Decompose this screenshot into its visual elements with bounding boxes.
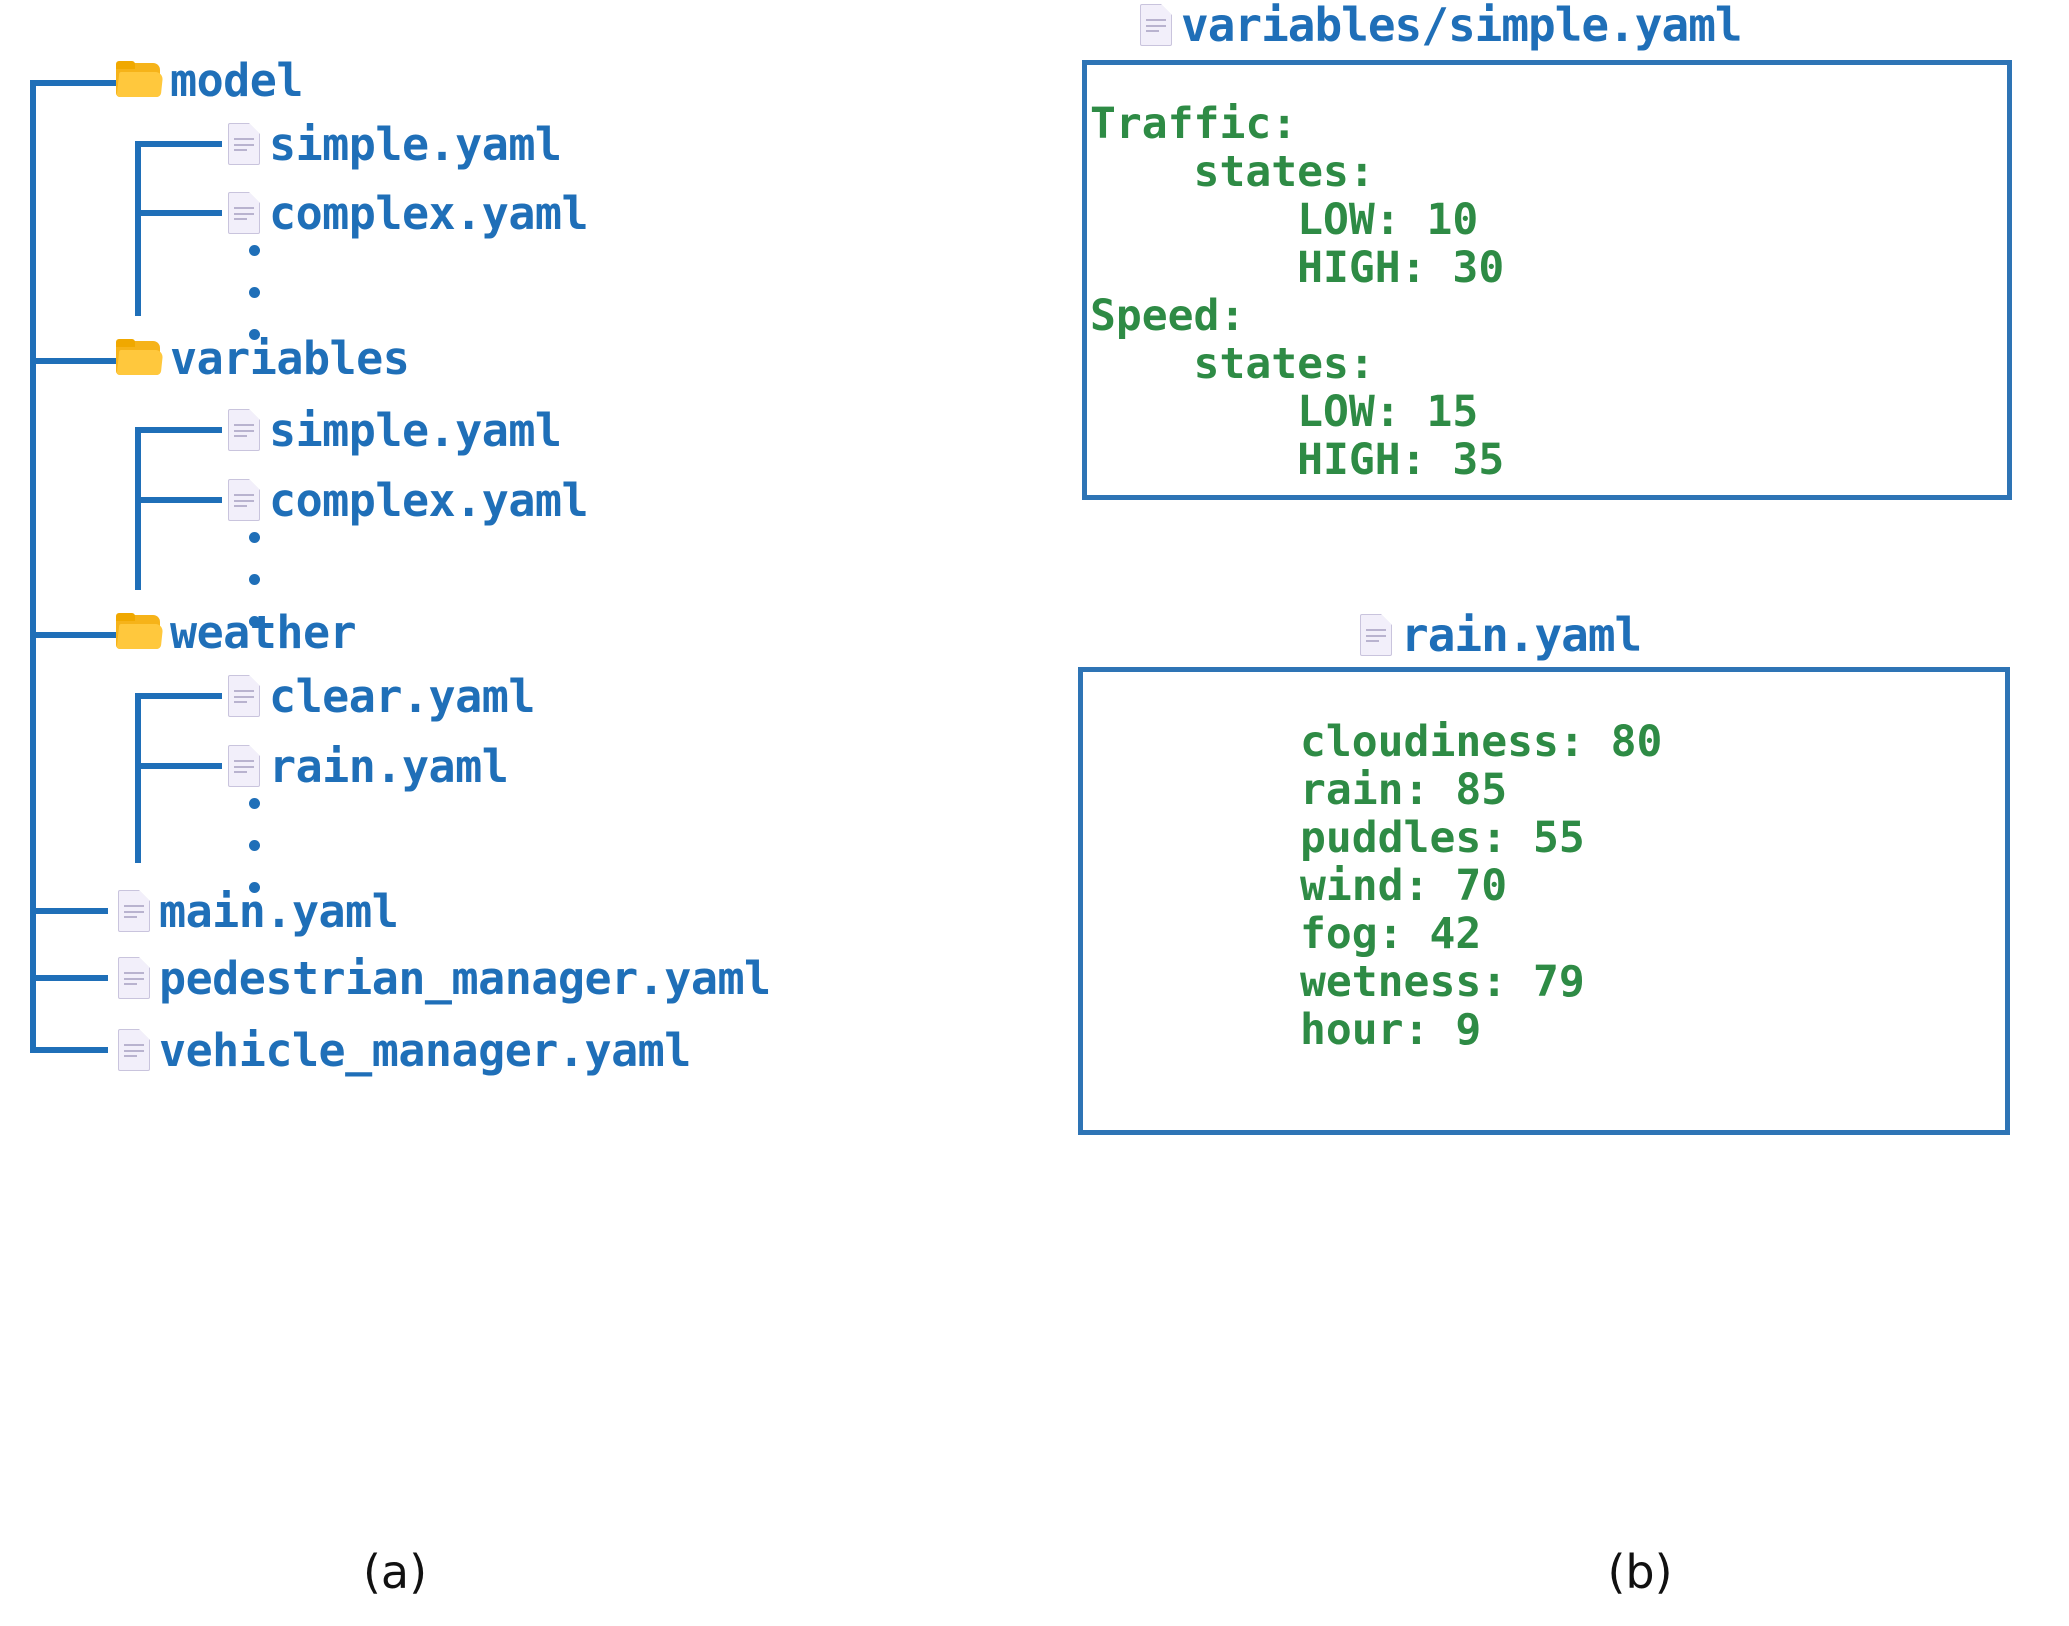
tree-item-variables-complex-yaml[interactable]: complex.yaml <box>228 470 589 530</box>
tree-item-weather[interactable]: weather <box>116 602 357 662</box>
tree-ellipsis-weather <box>249 798 263 924</box>
tree-trunk-variables-children <box>135 427 141 590</box>
tree-branch-main-yaml <box>30 908 108 914</box>
tree-item-label: rain.yaml <box>269 739 509 793</box>
yaml-card-title-text: rain.yaml <box>1401 608 1642 662</box>
tree-item-label: model <box>170 53 303 107</box>
tree-branch-model-simple <box>135 141 222 147</box>
tree-branch-weather-rain <box>135 763 222 769</box>
tree-item-model-simple-yaml[interactable]: simple.yaml <box>228 114 562 174</box>
tree-item-label: complex.yaml <box>269 473 589 527</box>
tree-item-label: variables <box>170 331 410 385</box>
file-icon <box>228 123 260 165</box>
file-icon <box>228 745 260 787</box>
tree-item-label: pedestrian_manager.yaml <box>159 951 771 1005</box>
tree-item-main-yaml[interactable]: main.yaml <box>118 881 399 941</box>
tree-trunk-model-children <box>135 141 141 316</box>
caption-b: (b) <box>1607 1545 1673 1599</box>
folder-icon <box>116 61 164 99</box>
tree-item-label: simple.yaml <box>269 403 562 457</box>
file-icon <box>228 192 260 234</box>
tree-trunk-weather-children <box>135 693 141 863</box>
tree-item-model-complex-yaml[interactable]: complex.yaml <box>228 183 589 243</box>
tree-item-variables-simple-yaml[interactable]: simple.yaml <box>228 400 562 460</box>
yaml-cards-panel: variables/simple.yaml Traffic: states: L… <box>1078 0 2069 1626</box>
yaml-card-rain: rain.yaml cloudiness: 80 rain: 85 puddle… <box>1078 612 2069 1135</box>
yaml-card-title: variables/simple.yaml <box>1130 2 1752 48</box>
tree-item-label: main.yaml <box>159 884 399 938</box>
yaml-card-title: rain.yaml <box>1350 608 1652 662</box>
tree-item-model[interactable]: model <box>116 50 303 110</box>
tree-branch-variables <box>30 358 118 364</box>
tree-item-weather-clear-yaml[interactable]: clear.yaml <box>228 666 535 726</box>
tree-item-vehicle-manager-yaml[interactable]: vehicle_manager.yaml <box>118 1020 691 1080</box>
tree-item-pedestrian-manager-yaml[interactable]: pedestrian_manager.yaml <box>118 948 771 1008</box>
tree-branch-model <box>30 80 118 86</box>
folder-icon <box>116 613 164 651</box>
file-icon <box>228 675 260 717</box>
file-icon <box>1360 614 1392 656</box>
yaml-card-title-text: variables/simple.yaml <box>1181 0 1743 52</box>
tree-item-label: complex.yaml <box>269 186 589 240</box>
yaml-card-variables-simple: variables/simple.yaml Traffic: states: L… <box>1082 0 2069 520</box>
tree-item-label: vehicle_manager.yaml <box>159 1023 691 1077</box>
folder-icon <box>116 339 164 377</box>
tree-branch-pedestrian-manager-yaml <box>30 975 108 981</box>
file-tree-panel: model simple.yaml complex.yaml variables <box>30 50 771 1599</box>
tree-branch-vehicle-manager-yaml <box>30 1047 108 1053</box>
file-icon <box>228 409 260 451</box>
yaml-card-border <box>1082 60 2012 500</box>
tree-ellipsis-variables <box>249 532 263 658</box>
file-icon <box>118 890 150 932</box>
caption-a: (a) <box>362 1545 428 1599</box>
tree-branch-weather-clear <box>135 693 222 699</box>
tree-item-label: clear.yaml <box>269 669 535 723</box>
file-icon <box>118 1029 150 1071</box>
file-icon <box>118 957 150 999</box>
file-icon <box>1140 4 1172 46</box>
tree-branch-variables-complex <box>135 497 222 503</box>
tree-ellipsis-model <box>249 245 263 371</box>
tree-branch-weather <box>30 632 118 638</box>
tree-trunk-root <box>30 80 36 1050</box>
tree-item-variables[interactable]: variables <box>116 328 410 388</box>
tree-item-weather-rain-yaml[interactable]: rain.yaml <box>228 736 509 796</box>
yaml-card-content: Traffic: states: LOW: 10 HIGH: 30 Speed:… <box>1090 99 1505 485</box>
file-icon <box>228 479 260 521</box>
yaml-card-border <box>1078 667 2010 1135</box>
tree-item-label: weather <box>170 605 357 659</box>
yaml-card-content: cloudiness: 80 rain: 85 puddles: 55 wind… <box>1300 717 1663 1055</box>
tree-item-label: simple.yaml <box>269 117 562 171</box>
tree-branch-variables-simple <box>135 427 222 433</box>
tree-branch-model-complex <box>135 210 222 216</box>
